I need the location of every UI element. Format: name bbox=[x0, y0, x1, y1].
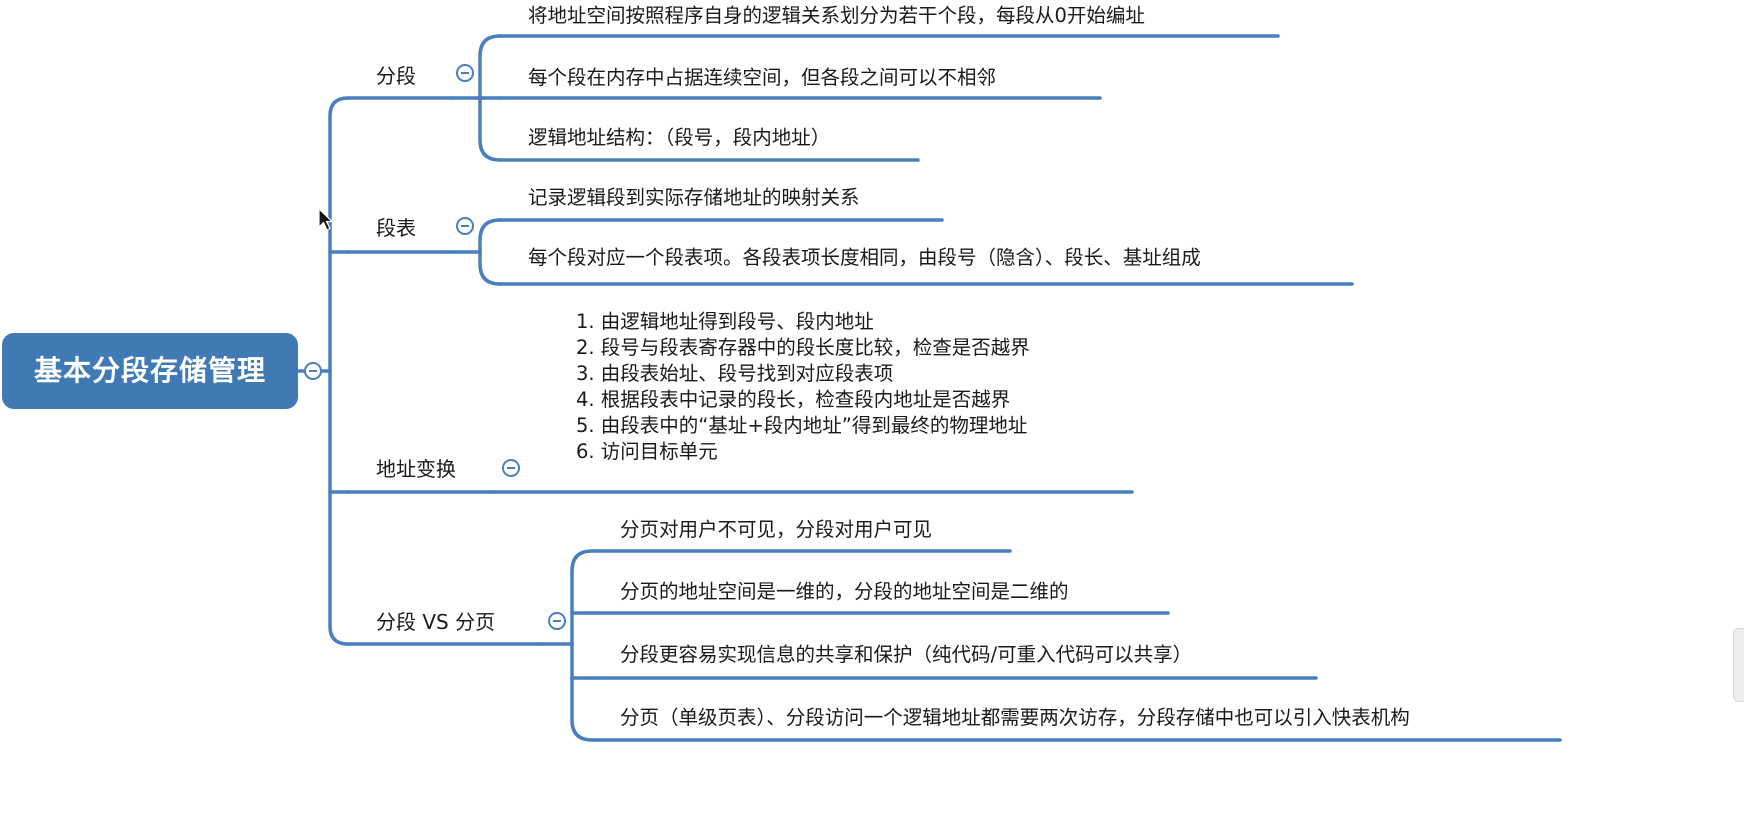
segmentation-item-1[interactable]: 将地址空间按照程序自身的逻辑关系划分为若干个段，每段从0开始编址 bbox=[528, 4, 1145, 27]
segmentation-item-2[interactable]: 每个段在内存中占据连续空间，但各段之间可以不相邻 bbox=[528, 66, 997, 89]
segmentation-item-3[interactable]: 逻辑地址结构：（段号，段内地址） bbox=[528, 126, 831, 149]
collapse-segmentation-vs-paging-icon[interactable] bbox=[548, 612, 566, 630]
address-translation-step-3: 3. 由段表始址、段号找到对应段表项 bbox=[576, 362, 894, 385]
address-translation-step-6: 6. 访问目标单元 bbox=[576, 440, 718, 463]
address-translation-step-4: 4. 根据段表中记录的段长，检查段内地址是否越界 bbox=[576, 388, 1011, 411]
scrollbar-thumb[interactable] bbox=[1733, 628, 1744, 702]
branch-segmentation[interactable]: 分段 bbox=[376, 64, 416, 88]
collapse-address-translation-icon[interactable] bbox=[502, 459, 520, 477]
root-node[interactable]: 基本分段存储管理 bbox=[2, 333, 298, 409]
collapse-segmentation-icon[interactable] bbox=[456, 64, 474, 82]
address-translation-steps[interactable]: 1. 由逻辑地址得到段号、段内地址 2. 段号与段表寄存器中的段长度比较，检查是… bbox=[576, 309, 1030, 465]
segment-table-item-2[interactable]: 每个段对应一个段表项。各段表项长度相同，由段号（隐含）、段长、基址组成 bbox=[528, 246, 1201, 269]
address-translation-step-2: 2. 段号与段表寄存器中的段长度比较，检查是否越界 bbox=[576, 336, 1030, 359]
branch-segment-table[interactable]: 段表 bbox=[376, 216, 416, 240]
comparison-item-1[interactable]: 分页对用户不可见，分段对用户可见 bbox=[620, 518, 933, 541]
branch-address-translation[interactable]: 地址变换 bbox=[376, 457, 456, 481]
collapse-segment-table-icon[interactable] bbox=[456, 217, 474, 235]
collapse-root-icon[interactable] bbox=[304, 362, 322, 380]
address-translation-step-5: 5. 由段表中的“基址+段内地址”得到最终的物理地址 bbox=[576, 414, 1028, 437]
mouse-pointer-icon bbox=[318, 208, 334, 231]
segment-table-item-1[interactable]: 记录逻辑段到实际存储地址的映射关系 bbox=[528, 186, 860, 209]
comparison-item-3[interactable]: 分段更容易实现信息的共享和保护（纯代码/可重入代码可以共享） bbox=[620, 643, 1193, 666]
branch-segmentation-vs-paging[interactable]: 分段 VS 分页 bbox=[376, 610, 496, 634]
comparison-item-4[interactable]: 分页（单级页表）、分段访问一个逻辑地址都需要两次访存，分段存储中也可以引入快表机… bbox=[620, 706, 1410, 729]
address-translation-step-1: 1. 由逻辑地址得到段号、段内地址 bbox=[576, 310, 874, 333]
comparison-item-2[interactable]: 分页的地址空间是一维的，分段的地址空间是二维的 bbox=[620, 580, 1069, 603]
